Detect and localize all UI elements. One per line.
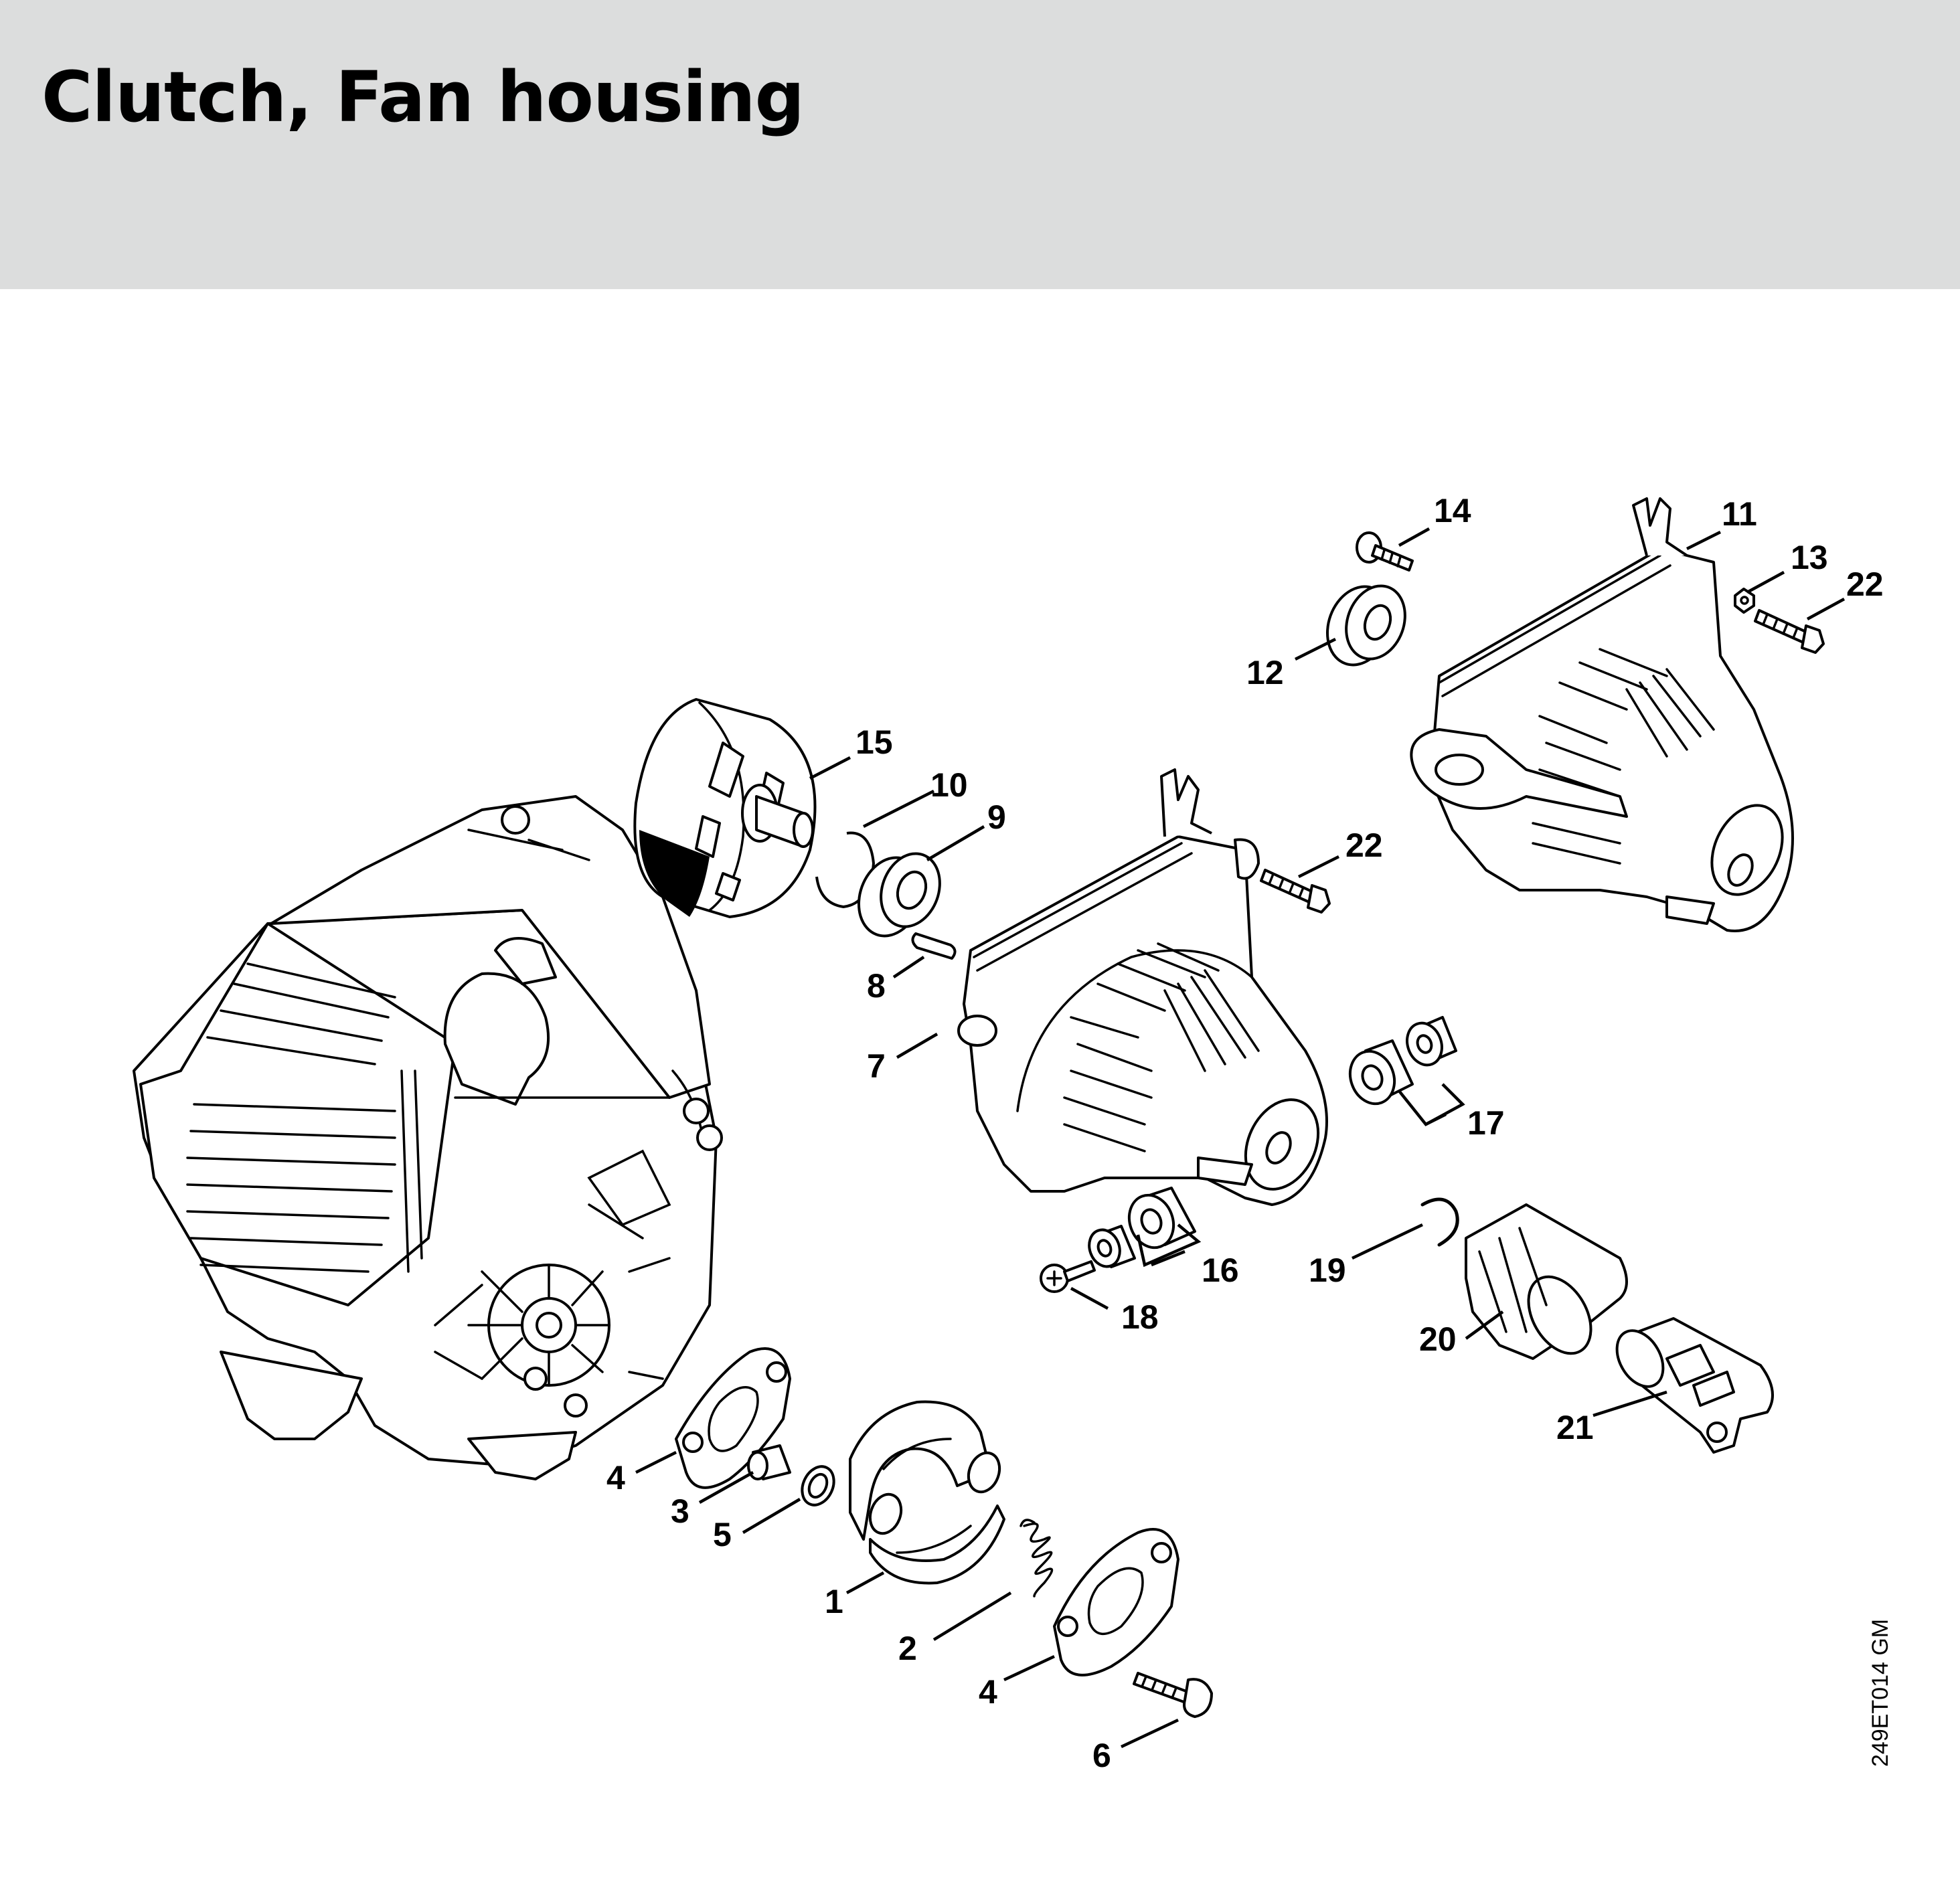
bearing-12	[1325, 584, 1406, 667]
callout-2: 2	[898, 1630, 917, 1667]
callout-20: 20	[1419, 1320, 1457, 1358]
callout-22-lower: 22	[1345, 827, 1383, 864]
callout-22-upper: 22	[1846, 566, 1884, 603]
callout-21: 21	[1556, 1409, 1594, 1446]
leader-lines	[635, 527, 1846, 1749]
callout-11: 11	[1722, 495, 1757, 533]
clutch-housing	[957, 768, 1328, 1206]
callout-15: 15	[855, 723, 893, 761]
pin	[911, 932, 957, 960]
callout-6: 6	[1092, 1737, 1111, 1774]
callout-13: 13	[1791, 539, 1828, 576]
callout-4-lower: 4	[979, 1673, 997, 1711]
screw-22-lower	[1260, 869, 1331, 914]
header-bar: Clutch, Fan housing	[0, 0, 1960, 289]
sleeve-3	[747, 1444, 791, 1480]
page-title: Clutch, Fan housing	[42, 56, 805, 138]
callout-14: 14	[1434, 492, 1471, 529]
nut-13	[1734, 588, 1755, 614]
callout-10: 10	[930, 766, 968, 804]
cover-plate-lower	[1053, 1528, 1179, 1677]
callout-7: 7	[867, 1047, 886, 1085]
sleeves-17	[1348, 1016, 1457, 1106]
callout-17: 17	[1467, 1104, 1505, 1142]
drawing-code: 249ET014 GM	[1868, 1618, 1893, 1767]
callout-8: 8	[867, 967, 886, 1005]
callout-18: 18	[1121, 1298, 1159, 1336]
clutch-drum	[633, 698, 817, 918]
callout-12: 12	[1246, 654, 1284, 691]
callout-1: 1	[825, 1583, 843, 1620]
washer-5	[801, 1465, 835, 1507]
callout-3: 3	[671, 1492, 689, 1530]
screw-14	[1356, 531, 1414, 572]
cover-plate-upper	[675, 1347, 791, 1489]
clutch-shoes	[849, 1400, 1005, 1585]
callout-16: 16	[1202, 1252, 1239, 1289]
screw-18	[1040, 1260, 1096, 1293]
circlip-19	[1420, 1197, 1459, 1247]
sleeves-16	[1088, 1187, 1196, 1268]
extension-spring	[1019, 1519, 1054, 1598]
ball-bearing	[857, 852, 941, 938]
sleeve-20	[1465, 1203, 1628, 1360]
clutch-housing-alt	[1410, 497, 1794, 932]
clamp-21	[1615, 1317, 1774, 1454]
callout-4-upper: 4	[606, 1459, 625, 1496]
engine-fan-housing	[133, 795, 723, 1480]
callout-19: 19	[1309, 1252, 1346, 1289]
callouts: 15 10 9 8 7 22 12 14 11 13 22 17 16 18 1…	[606, 492, 1884, 1774]
screw-22-upper	[1754, 609, 1825, 654]
callout-9: 9	[987, 798, 1006, 836]
screw-6	[1133, 1672, 1213, 1718]
callout-5: 5	[713, 1516, 732, 1553]
